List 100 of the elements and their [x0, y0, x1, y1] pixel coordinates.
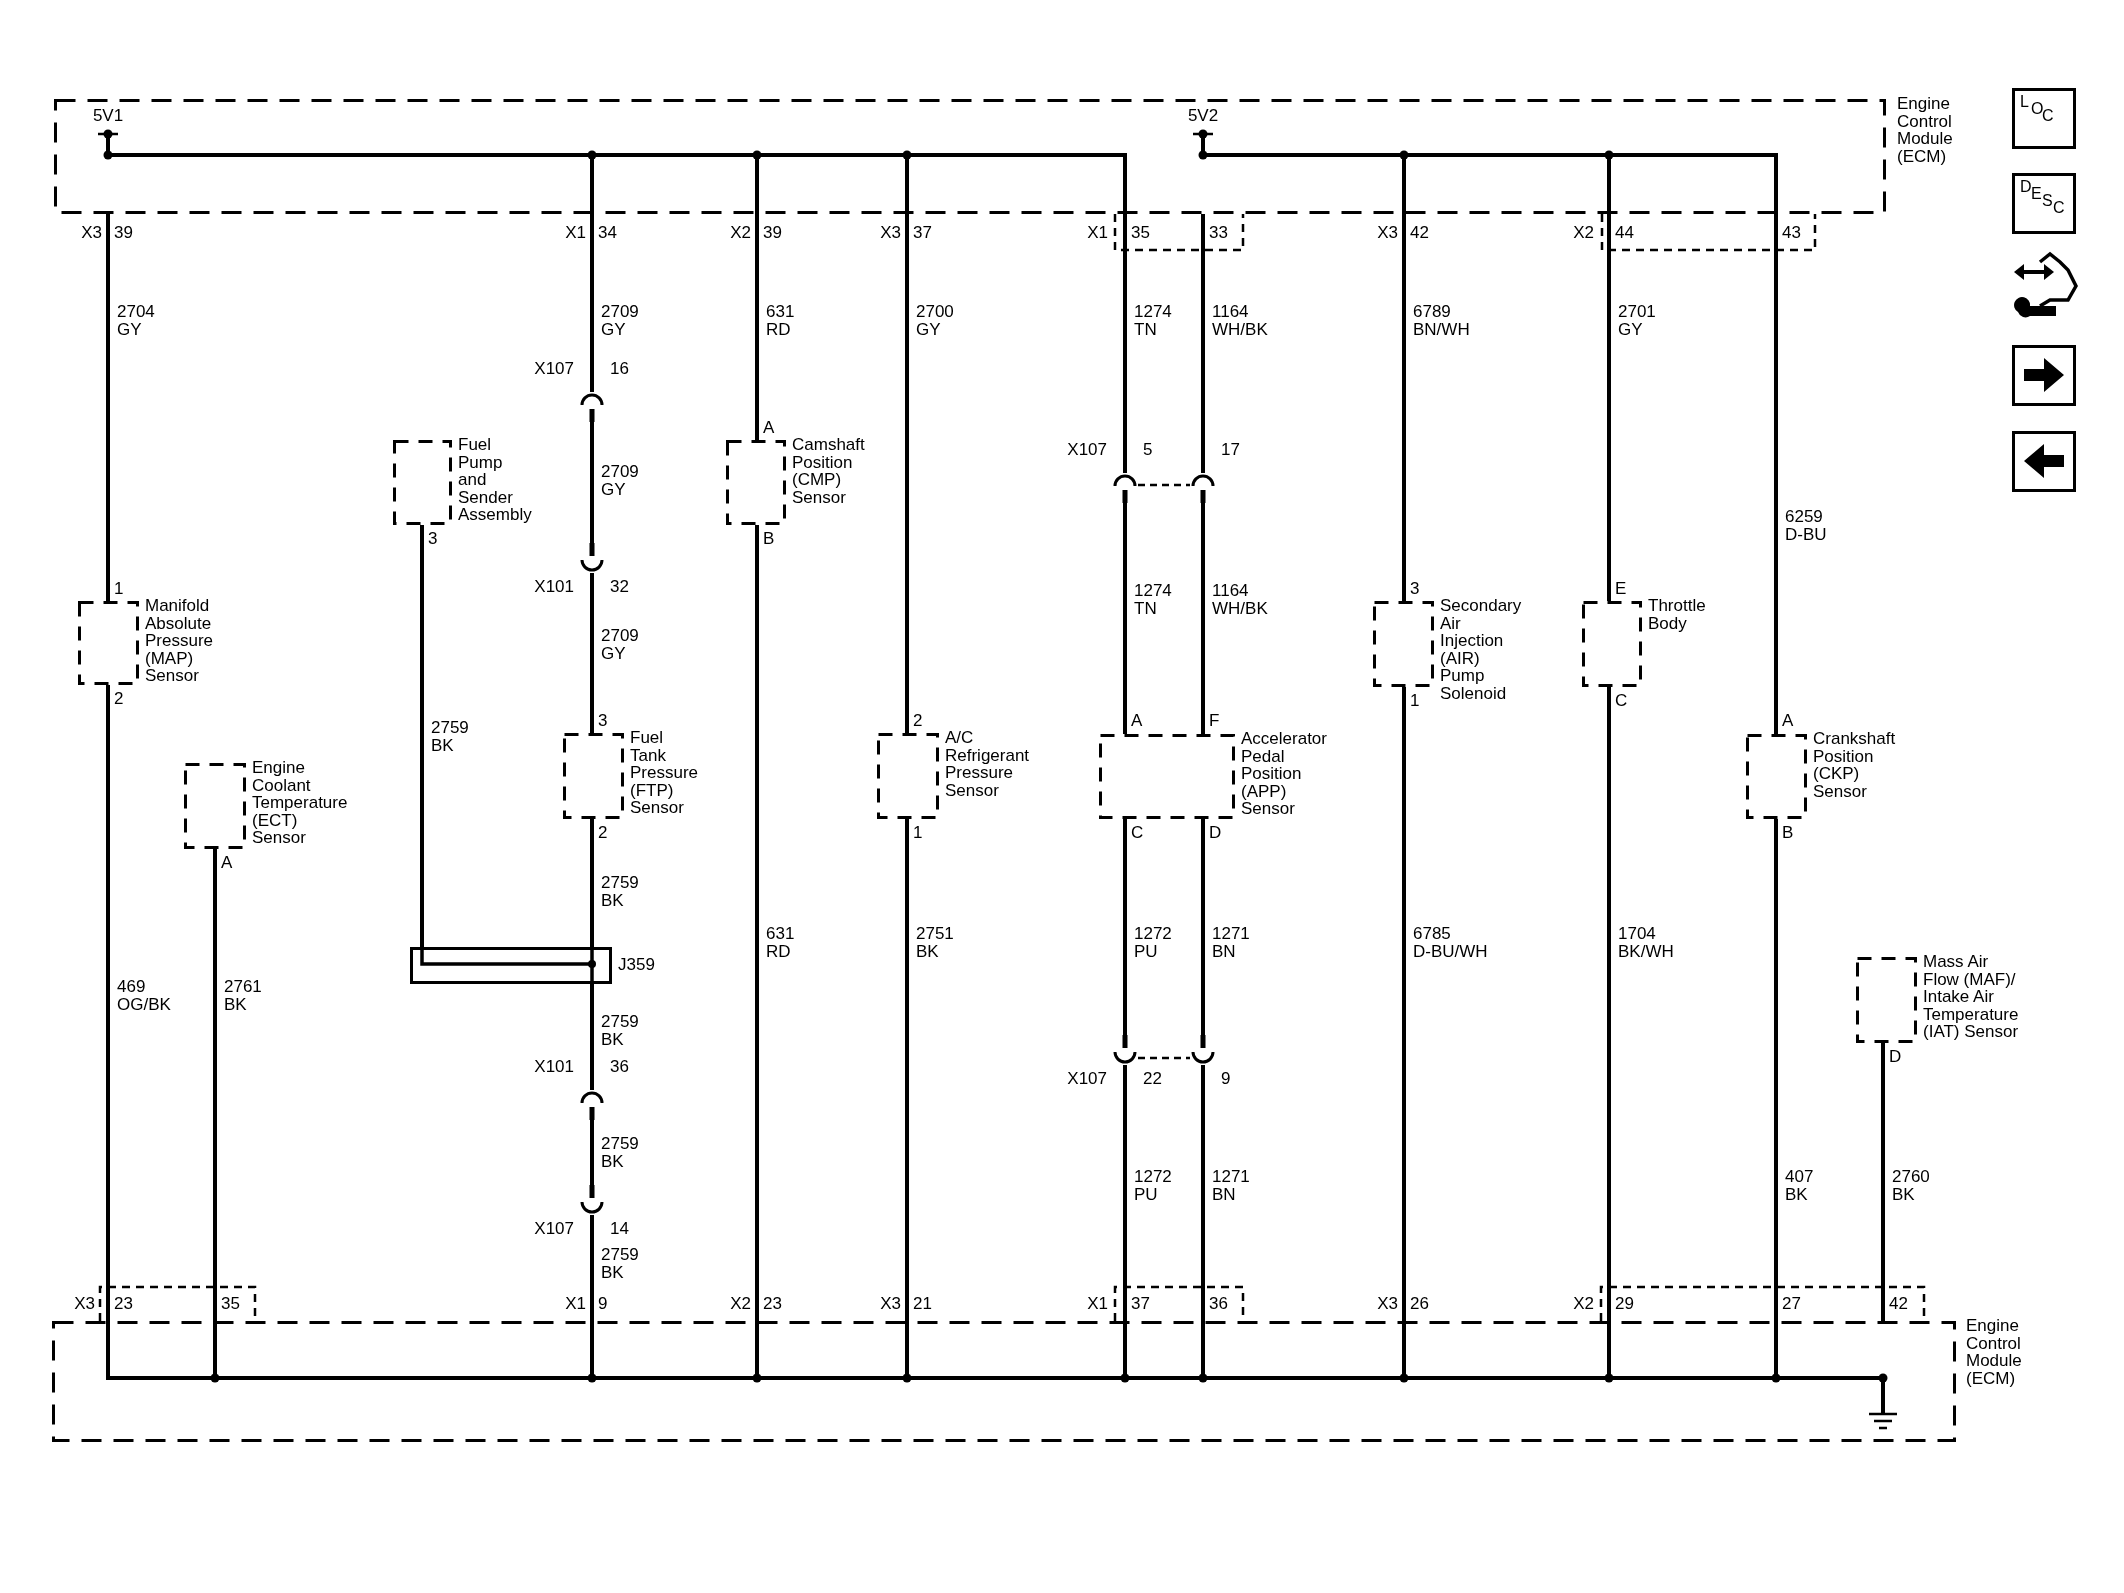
pin-label: A — [1131, 712, 1143, 730]
wire-label: 2701 GY — [1618, 303, 1656, 339]
wire-label: 1164 WH/BK — [1212, 582, 1268, 618]
wire-label: 1164 WH/BK — [1212, 303, 1268, 339]
connector-label: X2 — [730, 224, 751, 242]
supply-label: 5V2 — [1187, 107, 1219, 125]
wire-label: 1704 BK/WH — [1618, 925, 1674, 961]
pin-label: 36 — [1209, 1295, 1228, 1313]
splice-label: J359 — [618, 956, 655, 974]
wire-label: 1272 PU — [1134, 1168, 1172, 1204]
pin-label: B — [763, 530, 775, 548]
connector-label: X3 — [81, 224, 102, 242]
component-name: Crankshaft Position (CKP) Sensor — [1813, 730, 1896, 801]
pin-label: 16 — [610, 360, 629, 378]
connector-label: X107 — [534, 360, 574, 378]
pin-label: 35 — [221, 1295, 240, 1313]
module-name: Engine Control Module (ECM) — [1966, 1317, 2022, 1388]
component-name: A/C Refrigerant Pressure Sensor — [945, 729, 1030, 800]
connector-label: X107 — [534, 1220, 574, 1238]
wire — [905, 214, 909, 733]
connector-label: X1 — [565, 1295, 586, 1313]
component-name: Manifold Absolute Pressure (MAP) Sensor — [145, 597, 214, 685]
component-name: Engine Coolant Temperature (ECT) Sensor — [252, 759, 348, 847]
wire — [1123, 214, 1127, 473]
wire-label: 2759 BK — [601, 874, 639, 910]
wire — [1201, 214, 1205, 473]
wire-label: 6785 D-BU/WH — [1413, 925, 1488, 961]
module-name: Engine Control Module (ECM) — [1897, 95, 1953, 166]
component-name: Camshaft Position (CMP) Sensor — [792, 436, 865, 507]
pin-label: 23 — [114, 1295, 133, 1313]
pin-label: B — [1782, 824, 1794, 842]
component-name: Fuel Tank Pressure (FTP) Sensor — [630, 729, 699, 817]
pin-label: 2 — [913, 712, 923, 730]
component-name: Fuel Pump and Sender Assembly — [458, 436, 532, 524]
wire — [1607, 214, 1611, 601]
wire — [755, 214, 759, 440]
wire — [1123, 503, 1127, 734]
wire-label: 407 BK — [1785, 1168, 1814, 1204]
wire-label: 1272 PU — [1134, 925, 1172, 961]
connector-label: X107 — [1067, 441, 1107, 459]
pin-label: 37 — [913, 224, 932, 242]
wire — [1402, 214, 1406, 601]
component-name: Throttle Body — [1648, 597, 1706, 633]
pin-label: 3 — [428, 530, 438, 548]
connector-label: X2 — [1573, 1295, 1594, 1313]
wire-label: 2759 BK — [601, 1013, 639, 1049]
pin-label: 22 — [1143, 1070, 1162, 1088]
wire — [590, 984, 594, 1090]
pin-label: 33 — [1209, 224, 1228, 242]
wire — [590, 819, 594, 947]
connector-label: X3 — [1377, 1295, 1398, 1313]
pin-label: 26 — [1410, 1295, 1429, 1313]
pin-label: A — [221, 854, 233, 872]
wire-label: 469 OG/BK — [117, 978, 171, 1014]
pin-label: A — [1782, 712, 1794, 730]
pin-label: 1 — [913, 824, 923, 842]
pin-label: 2 — [114, 690, 124, 708]
pin-label: 32 — [610, 578, 629, 596]
pin-label: 5 — [1143, 441, 1153, 459]
wire — [590, 214, 594, 392]
wire-label: 631 RD — [766, 303, 795, 339]
wire — [590, 1215, 594, 1321]
nav-button: DESC — [2012, 173, 2076, 234]
pin-label: 34 — [598, 224, 617, 242]
connector-label: X2 — [1573, 224, 1594, 242]
pin-label: 39 — [114, 224, 133, 242]
pin-label: 3 — [1410, 580, 1420, 598]
pin-label: 36 — [610, 1058, 629, 1076]
connector-link — [1138, 1056, 1190, 1060]
wire-label: 2709 GY — [601, 303, 639, 339]
wire-label: 2759 BK — [601, 1135, 639, 1171]
connector-label: X3 — [880, 1295, 901, 1313]
nav-button: LOC — [2012, 88, 2076, 149]
wire-label: 2761 BK — [224, 978, 262, 1014]
wire — [420, 525, 424, 947]
pin-label: 1 — [114, 580, 124, 598]
connector-label: X101 — [534, 578, 574, 596]
connector-label: X1 — [1087, 224, 1108, 242]
pin-label: 39 — [763, 224, 782, 242]
wire — [1201, 503, 1205, 734]
wire-label: 1274 TN — [1134, 582, 1172, 618]
wire — [1402, 687, 1406, 1321]
pin-label: 17 — [1221, 441, 1240, 459]
wire — [1774, 819, 1778, 1321]
wire — [106, 214, 110, 601]
wire-label: 2704 GY — [117, 303, 155, 339]
wire — [1123, 1065, 1127, 1321]
connector-label: X3 — [1377, 224, 1398, 242]
pin-label: 42 — [1410, 224, 1429, 242]
connector-label: X107 — [1067, 1070, 1107, 1088]
pin-label: 9 — [1221, 1070, 1231, 1088]
component-name: Secondary Air Injection (AIR) Pump Solenoid — [1440, 597, 1522, 703]
wire — [1201, 819, 1205, 1035]
wire — [1607, 687, 1611, 1321]
wire — [590, 573, 594, 733]
wire-label: 2709 GY — [601, 627, 639, 663]
pin-label: D — [1209, 824, 1222, 842]
component-name: Mass Air Flow (MAF)/ Intake Air Temperature (IAT) Sensor — [1923, 953, 2020, 1041]
wire-label: 2700 GY — [916, 303, 954, 339]
connector-label: X1 — [1087, 1295, 1108, 1313]
